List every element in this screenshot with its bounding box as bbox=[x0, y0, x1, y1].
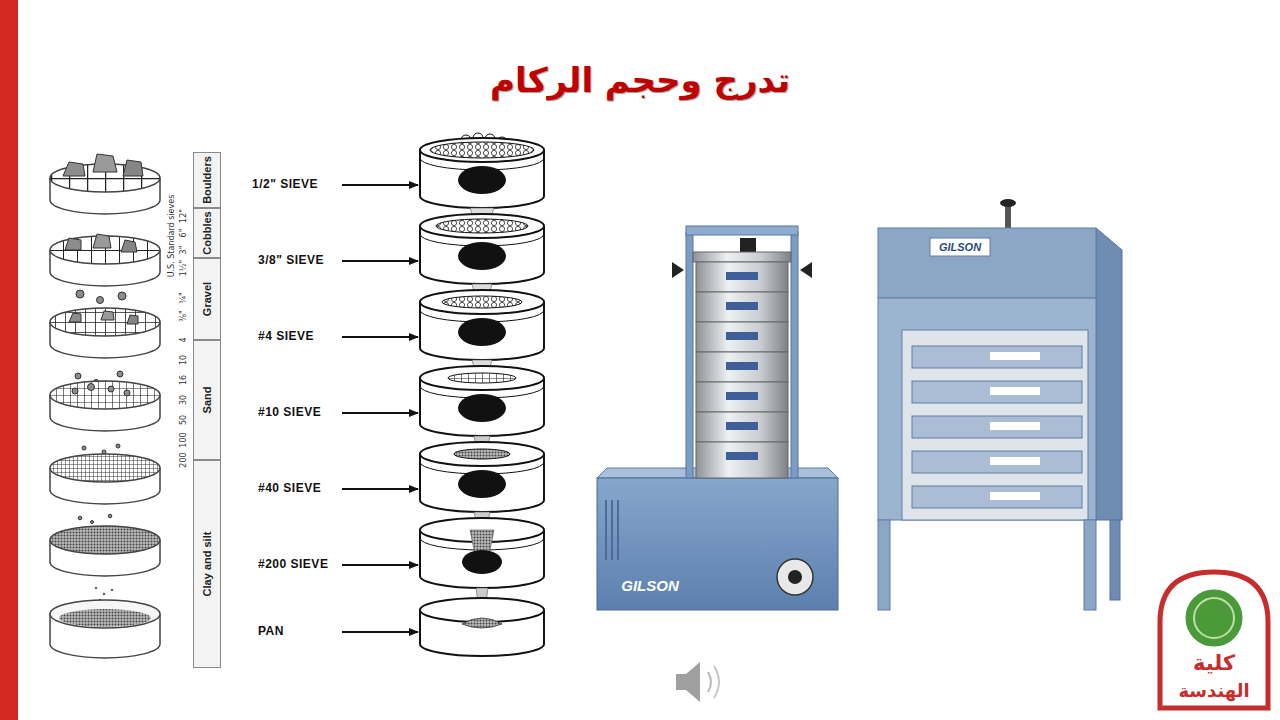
scale-band: Gravel bbox=[193, 258, 221, 340]
sieve-label: #40 SIEVE bbox=[258, 482, 321, 495]
sieve-size: 12" bbox=[180, 209, 189, 223]
sieve-label: 1/2" SIEVE bbox=[252, 178, 318, 191]
sieve-size: 50 bbox=[180, 415, 189, 425]
sieve-label: #4 SIEVE bbox=[258, 330, 314, 343]
band-label: Gravel bbox=[202, 282, 213, 316]
side-bar bbox=[0, 0, 18, 720]
sieve-size: ⅜" bbox=[180, 310, 189, 321]
sieve-size: 10 bbox=[180, 355, 189, 365]
scale-band: Cobbles bbox=[193, 208, 221, 258]
sieve-size: 4 bbox=[180, 337, 189, 342]
scale-band: Boulders bbox=[193, 152, 221, 208]
sieve-size: 100 bbox=[180, 432, 189, 447]
sieve-size: 30 bbox=[180, 395, 189, 405]
large-shaker bbox=[878, 199, 1122, 610]
brand-name: GILSON bbox=[621, 578, 679, 595]
sieve-size: 16 bbox=[180, 375, 189, 385]
scale-band: Clay and silt bbox=[193, 460, 221, 668]
sieve-label: #10 SIEVE bbox=[258, 406, 321, 419]
speaker-icon bbox=[676, 662, 719, 702]
band-label: Cobbles bbox=[202, 211, 213, 254]
band-label: Sand bbox=[202, 387, 213, 414]
brand-name: GILSON bbox=[939, 241, 981, 253]
page-title: تدرج وحجم الركام bbox=[0, 60, 1280, 101]
faculty-logo bbox=[1160, 572, 1268, 708]
band-label: Clay and silt bbox=[202, 532, 213, 597]
sieve-label: PAN bbox=[258, 625, 284, 638]
logo-text: كلية bbox=[1193, 652, 1235, 675]
sieve-pans bbox=[50, 154, 160, 658]
sieve-stack bbox=[420, 133, 544, 656]
sieve-label: 3/8" SIEVE bbox=[258, 254, 324, 267]
sieve-size: 6" bbox=[180, 229, 189, 238]
axis-caption: U.S. Standard sieves bbox=[168, 195, 177, 278]
sieve-size: 3" bbox=[180, 246, 189, 255]
sieve-label: #200 SIEVE bbox=[258, 558, 328, 571]
sieve-size: 200 bbox=[180, 452, 189, 467]
sieve-size: ¾" bbox=[180, 292, 189, 303]
sieve-size: 1½" bbox=[180, 260, 189, 277]
scale-band: Sand bbox=[193, 340, 221, 460]
sieve-shaker bbox=[597, 226, 838, 610]
logo-text: الهندسة bbox=[1178, 681, 1249, 701]
leader-arrows bbox=[342, 185, 418, 632]
band-label: Boulders bbox=[202, 156, 213, 204]
